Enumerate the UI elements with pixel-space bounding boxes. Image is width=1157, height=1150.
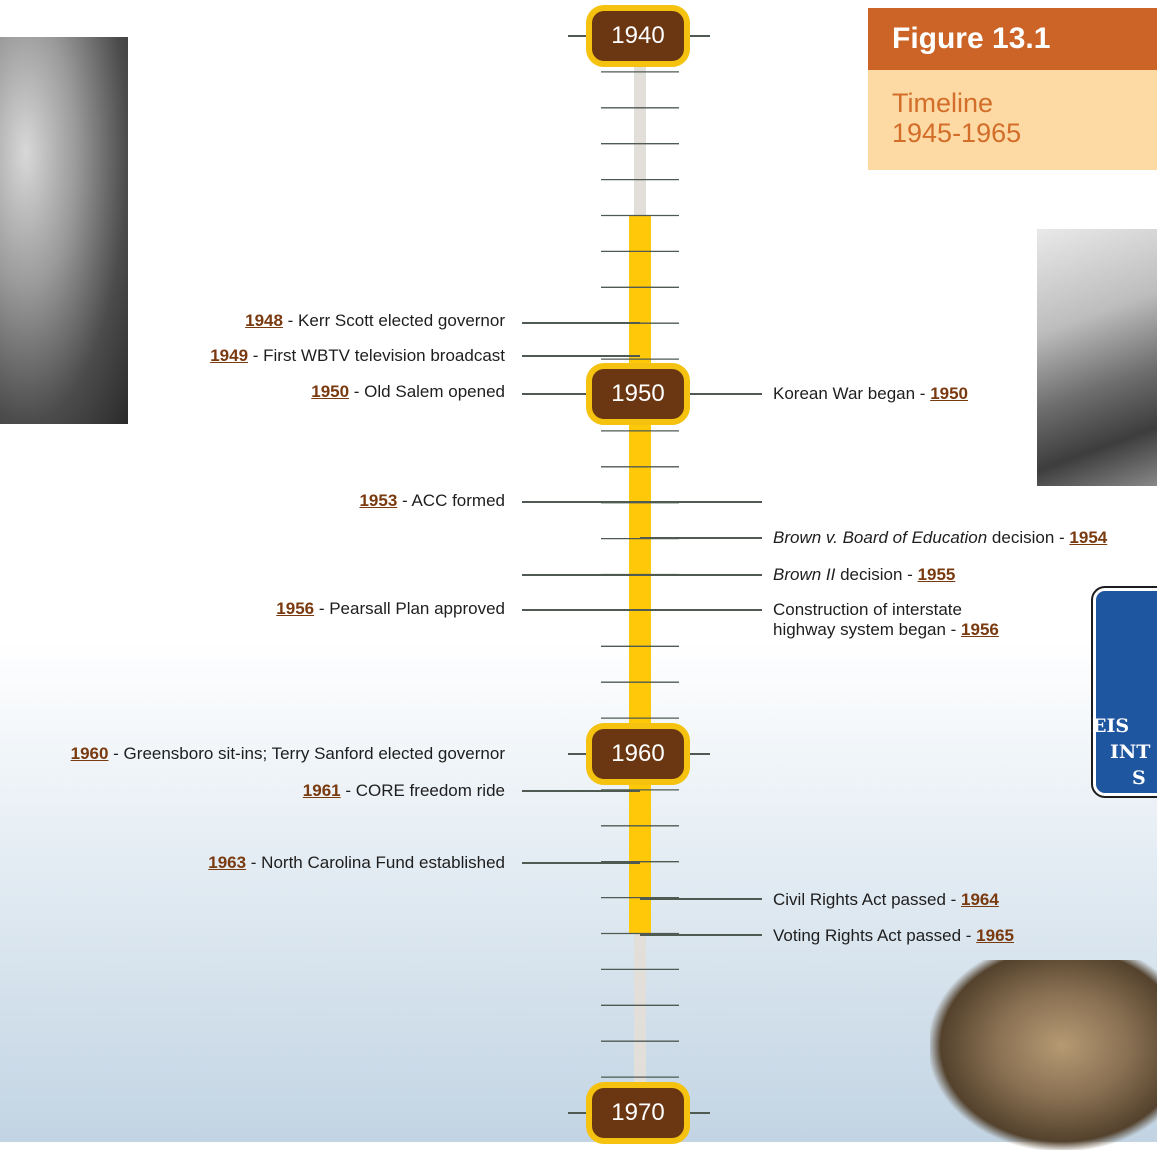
year-link[interactable]: 1956 — [276, 599, 315, 618]
year-link[interactable]: 1953 — [359, 491, 398, 510]
event-1948: 1948 - Kerr Scott elected governor — [245, 311, 505, 331]
event-1965: Voting Rights Act passed - 1965 — [773, 926, 1014, 946]
year-link[interactable]: 1950 — [930, 384, 969, 403]
case-name: Brown v. Board of Education — [773, 528, 988, 547]
year-link[interactable]: 1964 — [961, 890, 999, 909]
sign-line-3: S — [1132, 767, 1146, 789]
year-link[interactable]: 1955 — [917, 565, 956, 584]
event-text: - Kerr Scott elected governor — [282, 311, 505, 330]
event-1960: 1960 - Greensboro sit-ins; Terry Sanford… — [71, 744, 505, 764]
statue-photo — [930, 960, 1157, 1150]
event-text: - Greensboro sit-ins; Terry Sanford elec… — [108, 744, 505, 763]
year-link[interactable]: 1961 — [302, 781, 341, 800]
figure-subtitle-line-2: 1945-1965 — [892, 118, 1022, 148]
event-1953: 1953 - ACC formed — [359, 491, 505, 511]
year-link[interactable]: 1949 — [210, 346, 249, 365]
event-text: - North Carolina Fund established — [246, 853, 505, 872]
decade-marker-1960: 1960 — [586, 723, 690, 785]
event-text: decision - — [987, 528, 1070, 547]
year-link[interactable]: 1948 — [245, 311, 283, 330]
decade-marker-1970: 1970 — [586, 1082, 690, 1144]
event-1963: 1963 - North Carolina Fund established — [208, 853, 505, 873]
year-link[interactable]: 1956 — [961, 620, 999, 639]
figure-title: Figure 13.1 — [868, 8, 1157, 70]
event-1954: Brown v. Board of Education decision - 1… — [773, 528, 1107, 548]
event-1961: 1961 - CORE freedom ride — [303, 781, 505, 801]
figure-subtitle: Timeline 1945-1965 — [868, 70, 1157, 170]
event-text: Korean War began - — [773, 384, 931, 403]
decade-marker-1940: 1940 — [586, 5, 690, 67]
event-1950-right: Korean War began - 1950 — [773, 384, 968, 404]
event-1950-left: 1950 - Old Salem opened — [311, 382, 505, 402]
event-text: - First WBTV television broadcast — [248, 346, 505, 365]
figure-label: Figure 13.1 Timeline 1945-1965 — [868, 8, 1157, 170]
korean-war-photo — [1037, 229, 1157, 486]
year-link[interactable]: 1965 — [976, 926, 1014, 945]
event-text: Voting Rights Act passed - — [773, 926, 977, 945]
highway-sign: EIS INT S — [1091, 586, 1157, 798]
event-text: decision - — [835, 565, 918, 584]
governor-portrait-photo — [0, 37, 128, 424]
event-text: - Old Salem opened — [349, 382, 505, 401]
event-1956-left: 1956 - Pearsall Plan approved — [276, 599, 505, 619]
case-name: Brown II — [773, 565, 836, 584]
figure-subtitle-line-1: Timeline — [892, 88, 994, 118]
sign-line-2: INT — [1110, 741, 1151, 763]
event-text: - CORE freedom ride — [340, 781, 505, 800]
year-link[interactable]: 1950 — [311, 382, 350, 401]
sign-line-1: EIS — [1092, 715, 1130, 737]
event-1964: Civil Rights Act passed - 1964 — [773, 890, 999, 910]
year-link[interactable]: 1963 — [208, 853, 247, 872]
event-text: - Pearsall Plan approved — [314, 599, 505, 618]
decade-stubs — [568, 35, 710, 1114]
event-1955: Brown II decision - 1955 — [773, 565, 955, 585]
decade-marker-1950: 1950 — [586, 363, 690, 425]
year-link[interactable]: 1954 — [1069, 528, 1108, 547]
event-connectors — [522, 322, 762, 936]
event-text-line-2: highway system began - — [773, 620, 962, 639]
year-link[interactable]: 1960 — [70, 744, 109, 763]
event-text: Civil Rights Act passed - — [773, 890, 962, 909]
event-1949: 1949 - First WBTV television broadcast — [210, 346, 505, 366]
event-text: - ACC formed — [397, 491, 505, 510]
event-text-line-1: Construction of interstate — [773, 600, 962, 619]
